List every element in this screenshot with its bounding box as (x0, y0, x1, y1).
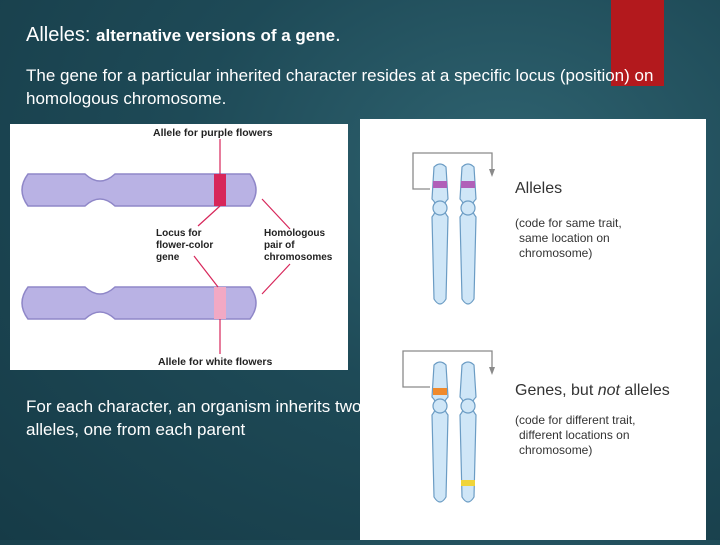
genes-title: Genes, but not alleles (515, 382, 670, 399)
label-white-allele: Allele for white flowers (158, 356, 273, 368)
bottom-text: For each character, an organism inherits… (26, 397, 362, 439)
label-homologous-3: chromosomes (264, 252, 333, 263)
title-period: . (335, 24, 341, 46)
top-centromere-right (460, 200, 476, 216)
alleles-desc-1: (code for same trait, (515, 216, 622, 230)
top-chromosome (21, 173, 257, 207)
bottom-band-orange (433, 388, 447, 395)
bottom-centromere-left (432, 398, 448, 414)
genes-desc-2: different locations on (519, 428, 630, 442)
genes-title-c: alleles (620, 382, 670, 399)
alleles-genes-svg: Alleles (code for same trait, same locat… (402, 152, 670, 503)
top-band-left (433, 181, 447, 188)
bottom-chromosome (21, 286, 257, 320)
slide-title: Alleles: alternative versions of a gene. (26, 24, 341, 47)
label-homologous-1: Homologous (264, 228, 326, 239)
purple-allele-band (214, 174, 226, 206)
label-homologous-2: pair of (264, 240, 295, 251)
homologous-pair-figure: Allele for purple flowers Locus for flow… (10, 124, 348, 370)
alleles-vs-genes-figure: Alleles (code for same trait, same locat… (360, 119, 706, 540)
alleles-title: Alleles (515, 180, 562, 197)
alleles-desc-2: same location on (519, 231, 610, 245)
label-locus-3: gene (156, 252, 180, 263)
bottom-chromatid-left (431, 361, 449, 503)
white-allele-band (214, 287, 226, 319)
title-sub: alternative versions of a gene (96, 26, 336, 45)
genes-desc-3: chromosome) (519, 443, 592, 457)
top-centromere-left (432, 200, 448, 216)
title-main: Alleles: (26, 24, 91, 46)
homologous-pair-svg: Allele for purple flowers Locus for flow… (21, 127, 333, 368)
genes-title-b: not (598, 382, 621, 399)
genes-desc-1: (code for different trait, (515, 413, 636, 427)
accent-bar (611, 0, 664, 86)
label-purple-allele: Allele for purple flowers (153, 127, 273, 139)
label-locus-2: flower-color (156, 240, 213, 251)
intro-paragraph: The gene for a particular inherited char… (26, 66, 654, 108)
label-locus-1: Locus for (156, 228, 202, 239)
bottom-centromere-right (460, 398, 476, 414)
alleles-desc-3: chromosome) (519, 246, 592, 260)
top-band-right (461, 181, 475, 188)
bottom-band-yellow (461, 480, 475, 486)
genes-title-a: Genes, but (515, 382, 598, 399)
